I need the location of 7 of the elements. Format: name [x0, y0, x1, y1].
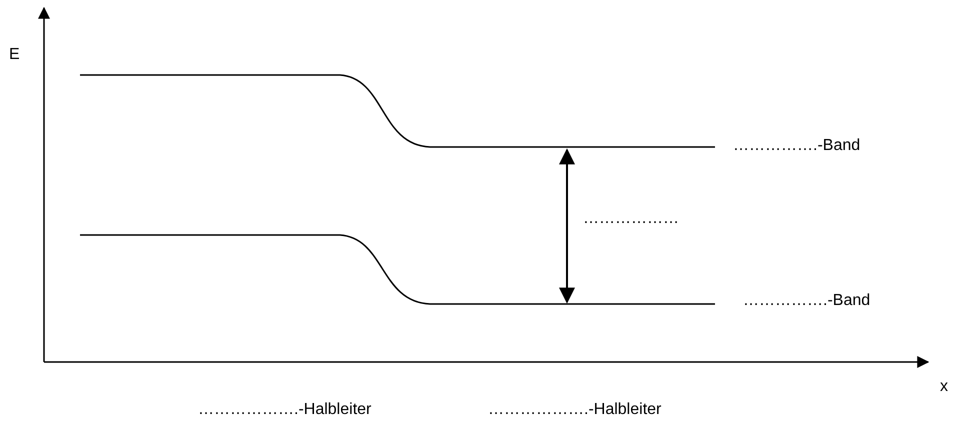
- band-label: …………….-Band: [743, 291, 870, 311]
- axis-label: x: [940, 377, 948, 397]
- band-label: …………….-Band: [733, 136, 860, 156]
- gap-label: ………………: [583, 209, 679, 229]
- semiconductor-label: ……………….-Halbleiter: [198, 400, 372, 420]
- semiconductor-label: ……………….-Halbleiter: [488, 400, 662, 420]
- axis-label: E: [9, 45, 20, 65]
